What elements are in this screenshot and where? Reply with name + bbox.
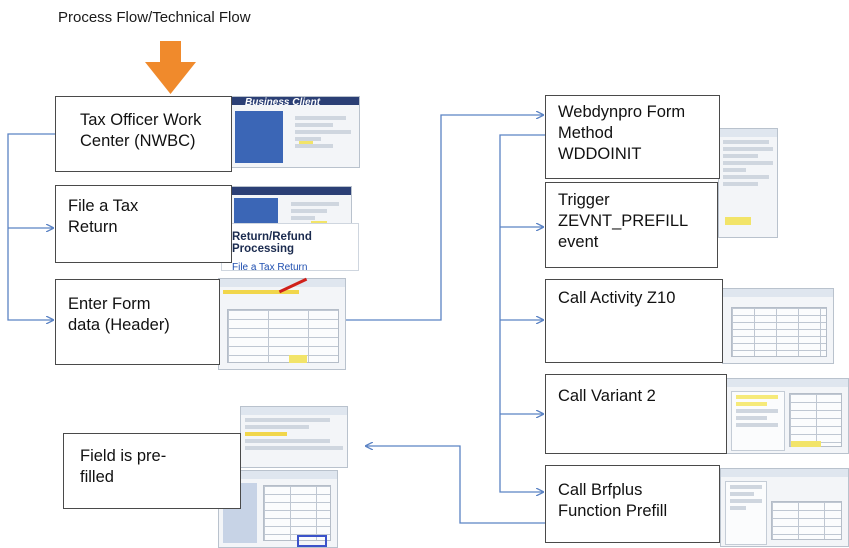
file-tax-return-link[interactable]: File a Tax Return [232, 262, 308, 273]
return-refund-title: Return/Refund Processing [232, 231, 312, 255]
webdynpro-form-method-box: Webdynpro Form Method WDDOINIT [545, 95, 720, 179]
return-refund-panel: Return/Refund Processing File a Tax Retu… [221, 223, 359, 273]
activity-screenshot [722, 288, 834, 364]
tax-officer-work-center-box: Tax Officer Work Center (NWBC) [55, 96, 232, 172]
trigger-prefill-event-box: Trigger ZEVNT_PREFILL event [545, 182, 718, 268]
call-activity-z10-box: Call Activity Z10 [545, 279, 723, 363]
call-brfplus-function-box: Call Brfplus Function Prefill [545, 465, 720, 543]
file-tax-return-box: File a Tax Return [55, 185, 232, 263]
variant-screenshot [726, 378, 849, 454]
prefilled-form-screenshot [240, 406, 348, 468]
nwbc-header-text: Business Client [245, 97, 321, 108]
tax-return-form-screenshot [218, 278, 346, 370]
diagram-title: Process Flow/Technical Flow [58, 9, 251, 26]
field-prefilled-box: Field is pre- filled [63, 433, 241, 509]
webdynpro-screenshot [718, 128, 778, 238]
call-variant-2-box: Call Variant 2 [545, 374, 727, 454]
enter-form-data-box: Enter Form data (Header) [55, 279, 220, 365]
brfplus-screenshot [720, 468, 849, 547]
prefilled-detail-screenshot [218, 470, 338, 548]
